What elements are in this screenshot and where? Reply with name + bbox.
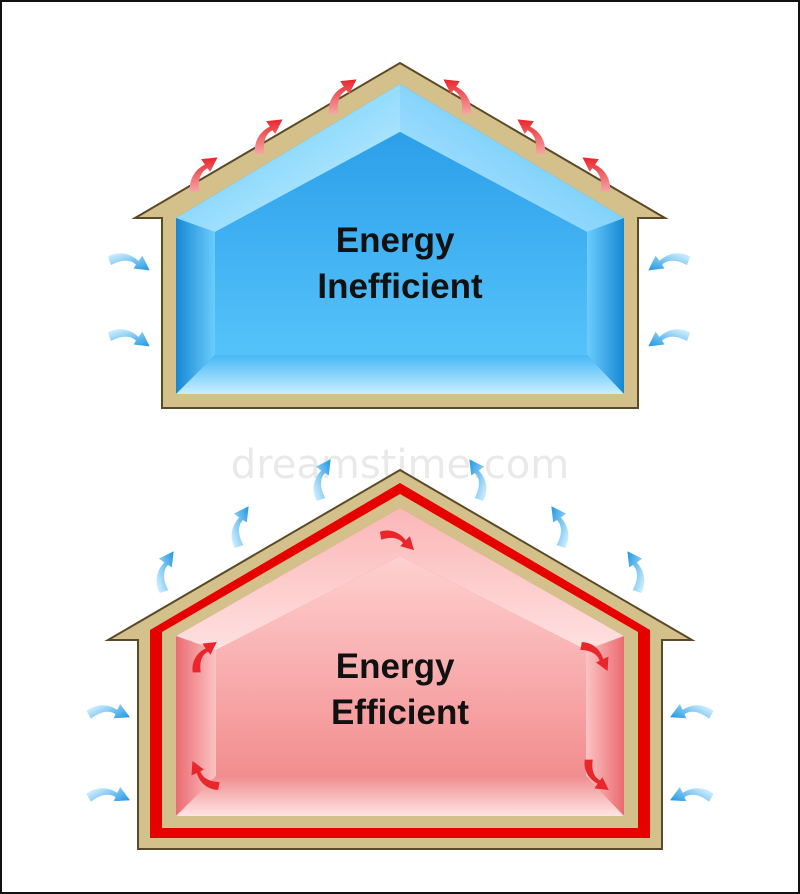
house-inefficient-right-bevel bbox=[587, 218, 624, 394]
house-inefficient-interior bbox=[215, 132, 587, 355]
curved-cold-arrow-icon bbox=[615, 551, 654, 594]
house-inefficient-label: Energy Inefficient bbox=[317, 221, 483, 306]
house-inefficient: Energy Inefficient bbox=[107, 61, 691, 409]
label-line-1: Energy bbox=[336, 647, 455, 686]
house-efficient-left-bevel bbox=[176, 636, 216, 816]
house-efficient-label: Energy Efficient bbox=[331, 647, 469, 732]
label-line-2: Inefficient bbox=[317, 267, 483, 306]
house-inefficient-roof-right-bevel bbox=[400, 84, 624, 232]
curved-cold-arrow-icon bbox=[670, 693, 714, 735]
curved-cold-arrow-icon bbox=[648, 244, 691, 283]
curved-cold-arrow-icon bbox=[648, 320, 691, 359]
curved-cold-arrow-icon bbox=[670, 776, 714, 818]
house-efficient-roof-left-bevel bbox=[176, 508, 400, 650]
house-inefficient-roof-left-bevel bbox=[176, 84, 400, 232]
house-inefficient-bottom-bevel bbox=[176, 355, 624, 394]
label-line-1: Energy bbox=[336, 221, 455, 260]
curved-cold-arrow-icon bbox=[147, 551, 186, 594]
house-efficient-interior bbox=[216, 556, 586, 776]
house-efficient-bottom-bevel bbox=[176, 776, 624, 816]
house-inefficient-left-bevel bbox=[176, 218, 215, 394]
curved-cold-arrow-icon bbox=[86, 693, 130, 735]
house-efficient-right-bevel bbox=[586, 636, 624, 816]
label-line-2: Efficient bbox=[331, 693, 469, 732]
house-efficient-roof-right-bevel bbox=[400, 508, 624, 650]
house-efficient: Energy Efficient bbox=[86, 459, 714, 850]
curved-cold-arrow-icon bbox=[107, 320, 150, 359]
curved-cold-arrow-icon bbox=[107, 244, 150, 283]
curved-cold-arrow-icon bbox=[539, 506, 578, 549]
curved-cold-arrow-icon bbox=[86, 776, 130, 818]
curved-cold-arrow-icon bbox=[222, 506, 261, 549]
